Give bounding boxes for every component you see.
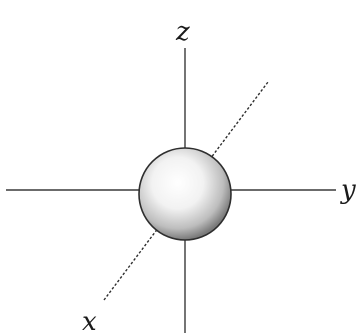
x-axis-label: x	[82, 307, 97, 333]
y-axis-label: y	[340, 175, 356, 205]
z-axis-label: z	[175, 17, 190, 47]
sphere-at-origin	[139, 148, 231, 240]
